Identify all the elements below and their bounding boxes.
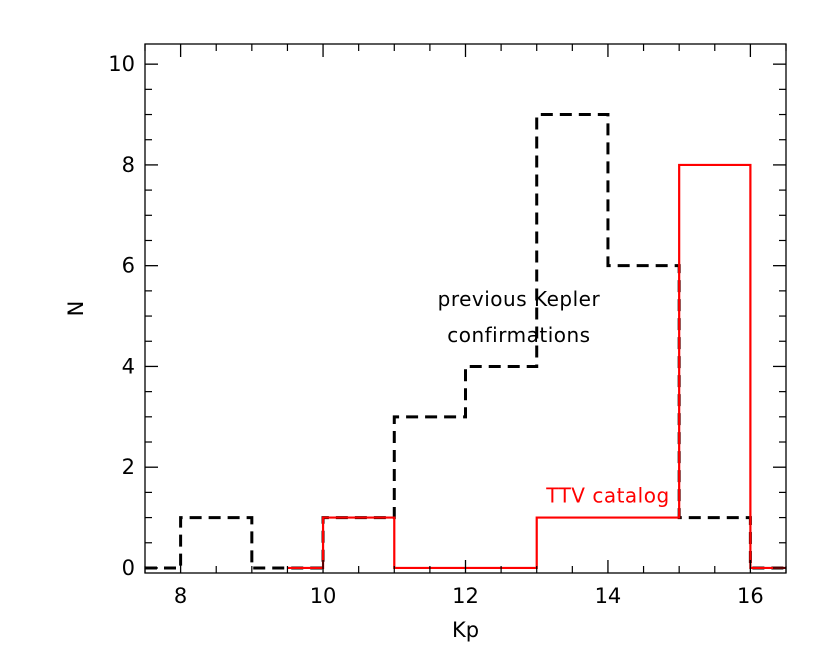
y-tick-label: 6 <box>122 254 135 278</box>
series-layer <box>145 113 786 570</box>
annotation-text-1: confirmations <box>447 323 590 347</box>
series-line-2 <box>287 163 786 570</box>
x-tick-label: 12 <box>452 584 479 608</box>
y-tick-label: 0 <box>122 556 135 580</box>
y-axis-title: N <box>64 301 88 317</box>
y-tick-label: 8 <box>122 153 135 177</box>
x-tick-label: 8 <box>174 584 187 608</box>
x-tick-label: 16 <box>737 584 764 608</box>
y-tick-label: 2 <box>122 455 135 479</box>
annotation-text-2: TTV catalog <box>545 483 669 507</box>
annotation-text-1: previous Kepler <box>438 287 601 311</box>
y-tick-label: 10 <box>108 52 135 76</box>
x-tick-label: 10 <box>310 584 337 608</box>
y-tick-label: 4 <box>122 354 135 378</box>
ticks-layer: 8 10 12 14 16 0 2 4 6 8 10 <box>108 44 787 608</box>
x-tick-label: 14 <box>595 584 622 608</box>
x-axis-title: Kp <box>452 618 479 642</box>
